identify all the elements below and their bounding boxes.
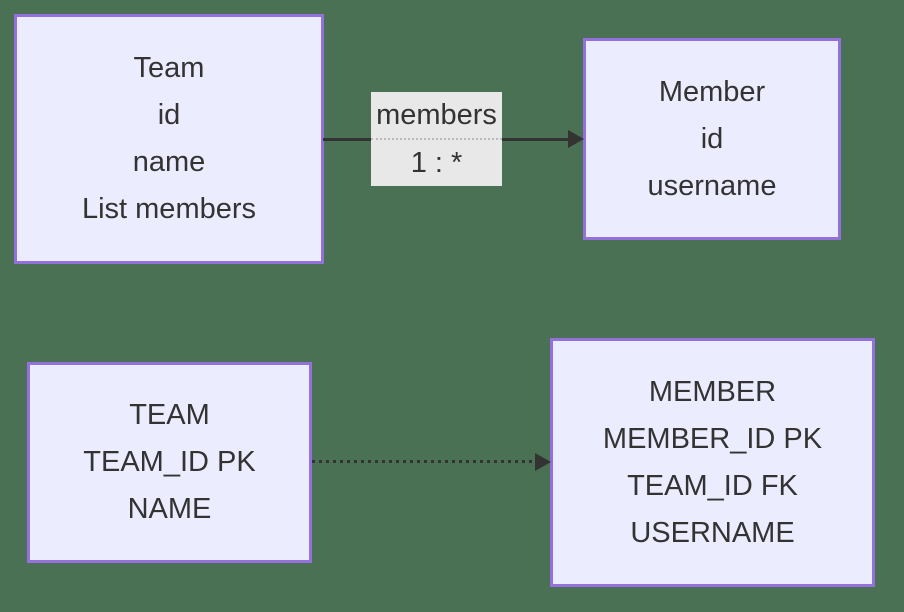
arrowhead-right-icon xyxy=(535,453,551,471)
class-team-attr-members: List members xyxy=(81,193,257,225)
er-team-title: TEAM xyxy=(129,399,210,431)
edge-cardinality-label: 1 : * xyxy=(371,138,502,186)
er-member-title: MEMBER xyxy=(648,375,777,408)
class-member-title: Member xyxy=(658,75,766,108)
class-node-team: Team id name List members xyxy=(14,14,324,264)
arrowhead-right-icon xyxy=(568,130,584,148)
er-member-col-username: USERNAME xyxy=(630,516,795,549)
er-team-col-team-id: TEAM_ID PK xyxy=(83,446,256,478)
class-team-attr-name: name xyxy=(132,146,206,178)
class-member-attr-id: id xyxy=(700,122,724,155)
edge-label-text: members xyxy=(376,99,497,131)
er-member-col-team-id: TEAM_ID FK xyxy=(627,469,798,502)
class-member-attr-username: username xyxy=(647,169,777,202)
edge-label: members 1 : * xyxy=(371,92,502,186)
er-node-member: MEMBER MEMBER_ID PK TEAM_ID FK USERNAME xyxy=(550,338,875,587)
er-node-team: TEAM TEAM_ID PK NAME xyxy=(27,362,312,563)
class-node-member: Member id username xyxy=(583,38,841,240)
er-team-col-name: NAME xyxy=(127,493,212,525)
class-team-attr-id: id xyxy=(157,99,181,131)
er-member-col-member-id: MEMBER_ID PK xyxy=(602,422,823,455)
dotted-edge-line xyxy=(312,460,538,463)
class-team-title: Team xyxy=(133,52,205,84)
